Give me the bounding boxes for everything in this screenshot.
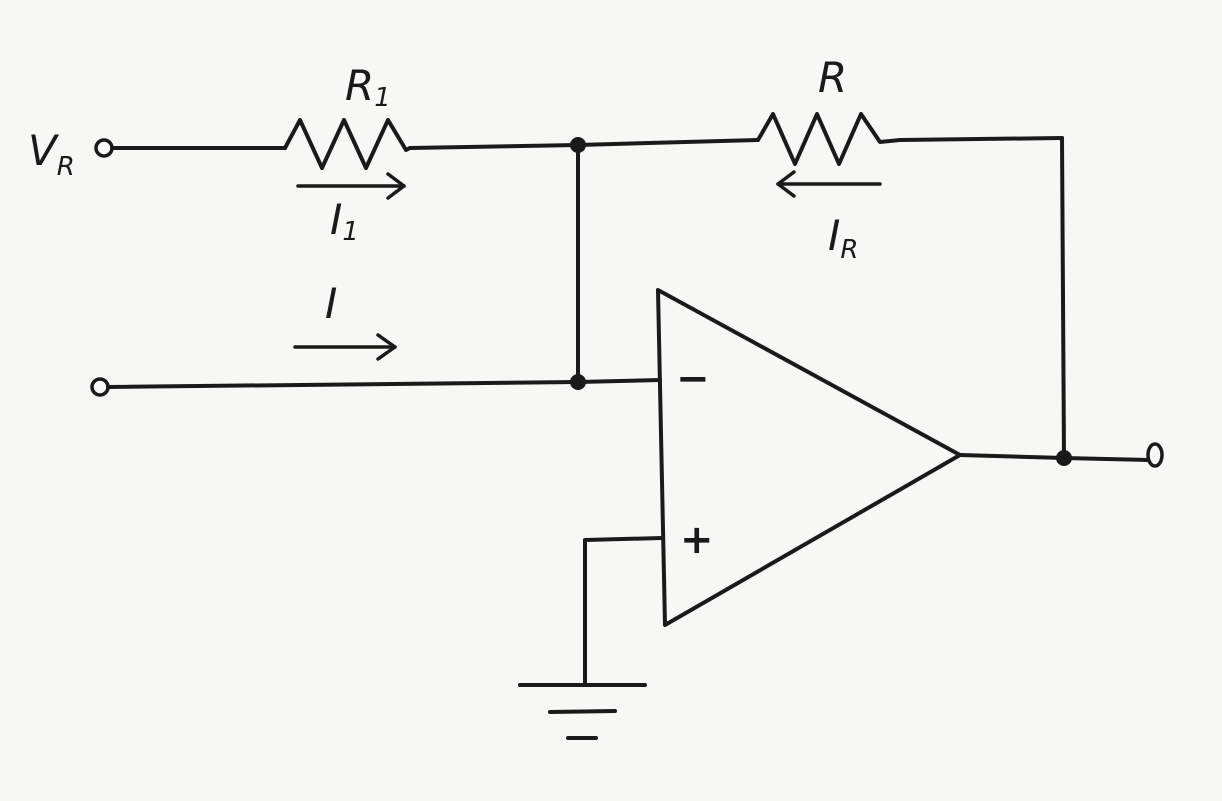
input-terminal-2 (90, 377, 110, 397)
wire-output (958, 453, 1150, 462)
arrow-i (293, 333, 397, 361)
resistor-r1 (283, 118, 412, 170)
wire-node-to-r (576, 138, 760, 147)
op-amp (656, 288, 962, 627)
label-r: R (818, 53, 847, 102)
label-r1: R1 (345, 61, 391, 113)
wire-feedback-right (1060, 136, 1066, 460)
resistor-r (756, 112, 902, 166)
arrow-ir (776, 170, 882, 198)
label-i: I (325, 279, 337, 328)
wire-r1-to-node (408, 143, 580, 150)
wire-noninverting-to-ground (583, 536, 664, 687)
label-ir: IR (828, 211, 858, 265)
junction-node-output (1056, 450, 1072, 466)
output-terminal (1146, 442, 1164, 468)
label-i1: I1 (330, 195, 359, 247)
noninverting-input-sign: + (680, 517, 714, 563)
arrow-i1 (296, 172, 406, 200)
inverting-input-sign: − (676, 356, 710, 402)
ground-line-2 (548, 709, 617, 714)
input-terminal-vr (94, 138, 114, 158)
label-vr: VR (28, 126, 75, 182)
wire-to-inverting-input (576, 378, 662, 384)
wire-input2-to-node (106, 380, 580, 389)
wire-r-to-right (898, 136, 1064, 142)
